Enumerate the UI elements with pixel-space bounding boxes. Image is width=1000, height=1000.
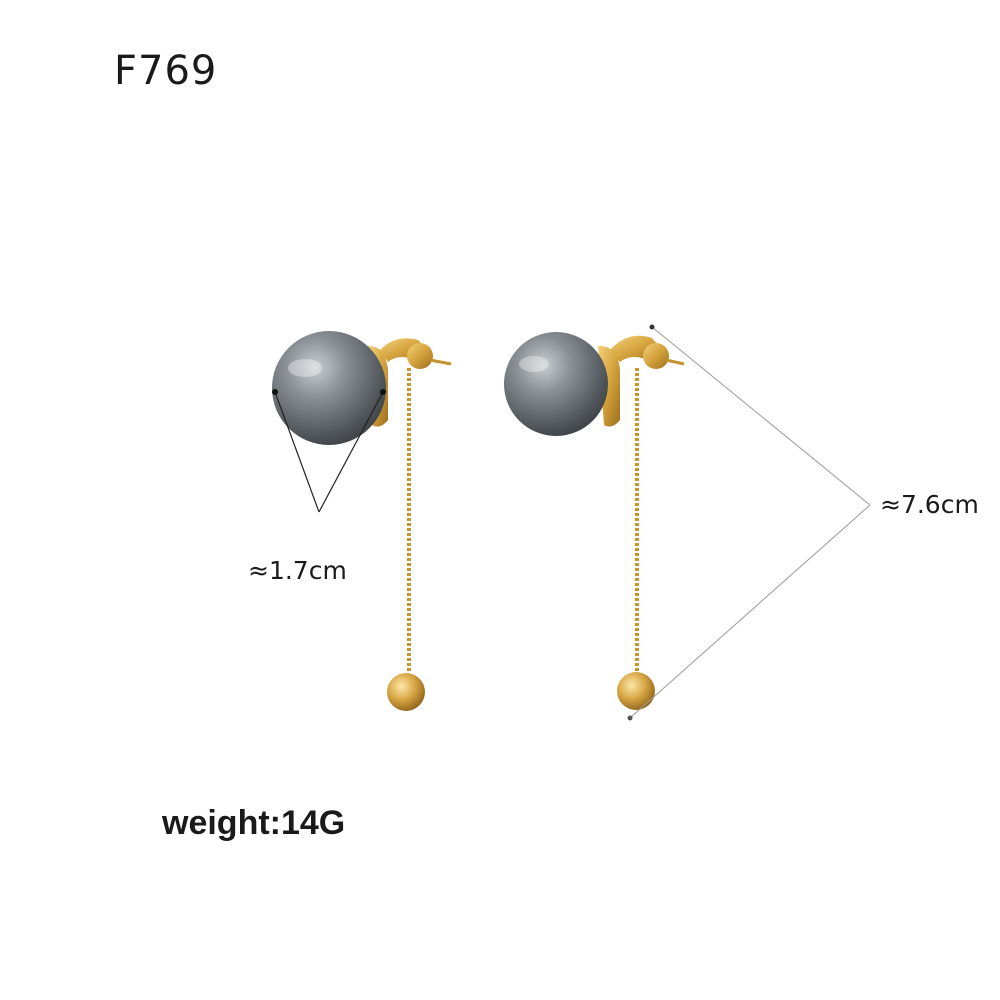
left-stud — [407, 343, 433, 369]
length-dot-top — [649, 324, 655, 330]
left-post — [429, 358, 452, 366]
diameter-dimension — [272, 389, 386, 513]
length-line-top — [651, 326, 871, 506]
diameter-dot-left — [272, 389, 278, 395]
weight-label: weight:14G — [162, 804, 346, 842]
length-line-bottom — [629, 504, 871, 719]
right-ball — [617, 672, 655, 710]
right-earring — [504, 332, 685, 710]
length-dot-bottom — [627, 715, 633, 721]
right-post — [665, 358, 685, 366]
right-pearl — [504, 332, 608, 436]
left-pearl — [272, 331, 386, 445]
right-stud — [643, 343, 669, 369]
diameter-dot-right — [380, 389, 386, 395]
right-pearl-highlight — [519, 356, 549, 372]
left-pearl-highlight — [288, 359, 322, 377]
diameter-line-left — [274, 391, 320, 513]
length-dimension — [627, 324, 871, 721]
product-code: F769 — [114, 48, 218, 94]
diameter-line-right — [318, 391, 384, 513]
left-earring — [272, 331, 452, 711]
pearl-diameter-label: ≈1.7cm — [248, 556, 347, 585]
total-length-label: ≈7.6cm — [880, 490, 979, 519]
left-ball — [387, 673, 425, 711]
